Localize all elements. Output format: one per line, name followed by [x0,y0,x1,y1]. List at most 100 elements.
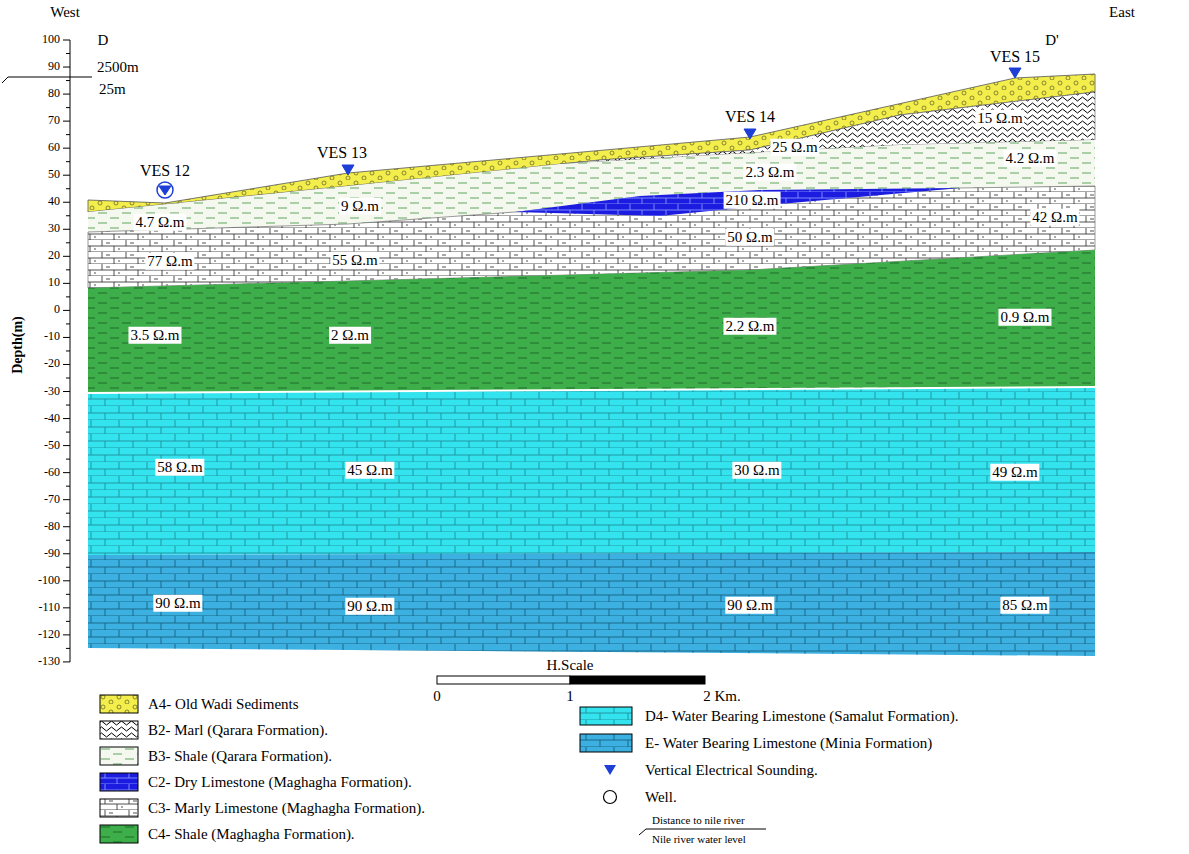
profile-end: D [98,32,109,49]
resistivity-value: 55 Ω.m [330,252,379,269]
river-level: 25m [99,81,126,98]
legend-symbol [99,798,139,818]
axis-tick-label: -120 [38,628,60,641]
resistivity-value: 49 Ω.m [990,464,1039,481]
legend-swatch [580,707,632,725]
legend-text: C2- Dry Limestone (Maghagha Formation). [148,774,412,791]
resistivity-value: 77 Ω.m [145,253,194,270]
resistivity-value: 9 Ω.m [339,198,381,215]
layers [88,74,1095,656]
resistivity-value: 90 Ω.m [153,595,202,612]
legend-text: Distance to nile river [652,814,745,826]
resistivity-value: 2.3 Ω.m [743,164,796,181]
legend-swatch [580,734,632,752]
legend-text: B3- Shale (Qarara Formation). [148,748,332,765]
axis-tick-label: -30 [44,385,60,398]
resistivity-value: 42 Ω.m [1030,209,1079,226]
shale-maghagha [88,250,1095,392]
legend-text: E- Water Bearing Limestone (Minia Format… [645,735,932,752]
scale-number: 2 Km. [703,688,741,705]
resistivity-value: 45 Ω.m [345,462,394,479]
axis-ticks [63,40,70,662]
legend-text: A4- Old Wadi Sediments [148,696,299,713]
axis-tick-label: 100 [42,33,60,46]
axis-tick-label: -130 [38,655,60,668]
legend-text: B2- Marl (Qarara Formation). [148,722,328,739]
axis-tick-label: -60 [44,466,60,479]
resistivity-value: 30 Ω.m [732,462,781,479]
scale-bar [437,676,705,684]
resistivity-value: 15 Ω.m [975,110,1024,127]
legend-symbol [579,706,633,726]
scale-number: 0 [433,688,441,705]
minia-limestone [88,552,1095,656]
axis-tick-label: 50 [48,169,60,182]
ves-label: VES 15 [990,48,1040,66]
legend-text: Vertical Electrical Sounding. [645,762,818,779]
resistivity-value: 3.5 Ω.m [128,327,181,344]
resistivity-value: 85 Ω.m [1000,597,1049,614]
direction-label: East [1109,4,1135,21]
axis-tick-label: -70 [44,493,60,506]
legend-swatch [100,773,138,791]
resistivity-value: 58 Ω.m [155,459,204,476]
scale-number: 1 [566,688,574,705]
axis-title: Depth(m) [10,316,25,374]
resistivity-value: 4.2 Ω.m [1003,150,1056,167]
legend-symbol [99,746,139,766]
axis-tick-label: 20 [48,250,60,263]
legend-swatch [100,747,138,765]
resistivity-value: 210 Ω.m [724,192,781,209]
legend-swatch [100,695,138,713]
legend-symbol [603,764,617,776]
legend-symbol [99,694,139,714]
axis-tick-label: -80 [44,520,60,533]
axis-tick-label: -40 [44,412,60,425]
resistivity-value: 25 Ω.m [770,139,819,156]
legend-symbol [602,789,618,805]
axis-tick-label: 10 [48,277,60,290]
legend-symbol [99,824,139,844]
ves-symbols [157,68,1021,198]
legend-swatch [100,825,138,843]
axis-tick-label: -20 [44,358,60,371]
resistivity-value: 90 Ω.m [725,597,774,614]
axis-tick-label: 80 [48,87,60,100]
axis-tick-label: -90 [44,547,60,560]
river-distance: 2500m [97,59,139,76]
axis-tick-label: 60 [48,142,60,155]
resistivity-value: 2 Ω.m [329,327,371,344]
axis-tick-label: 30 [48,223,60,236]
resistivity-value: 2.2 Ω.m [723,318,776,335]
axis-tick-label: 40 [48,196,60,209]
resistivity-value: 0.9 Ω.m [998,309,1051,326]
ves-label: VES 13 [317,144,367,162]
legend-text: Well. [645,789,677,806]
legend-swatch [100,799,138,817]
ves-label: VES 14 [725,108,775,126]
legend-symbol [99,720,139,740]
scale-title: H.Scale [546,657,593,674]
legend-text: C3- Marly Limestone (Maghagha Formation)… [148,800,425,817]
axis-tick-label: -50 [44,439,60,452]
axis-tick-label: -110 [38,601,60,614]
legend-text: C4- Shale (Maghagha Formation). [148,826,355,843]
legend-symbol [99,772,139,792]
legend-swatch [100,721,138,739]
resistivity-value: 4.7 Ω.m [133,214,186,231]
legend-symbol [579,733,633,753]
river-distance-symbol [2,77,92,83]
legend-text: Nile river water level [652,833,746,845]
resistivity-value: 50 Ω.m [725,229,774,246]
axis-tick-label: 90 [48,60,60,73]
axis-tick-label: 0 [54,304,60,317]
dry-limestone-lens [515,188,960,216]
ves-label: VES 12 [140,162,190,180]
axis-tick-label: -100 [38,574,60,587]
direction-label: West [50,4,80,21]
profile-end: D' [1045,32,1059,49]
resistivity-value: 90 Ω.m [345,598,394,615]
legend-text: D4- Water Bearing Limestone (Samalut For… [645,708,958,725]
axis-tick-label: -10 [44,331,60,344]
samalut-limestone [88,388,1095,555]
